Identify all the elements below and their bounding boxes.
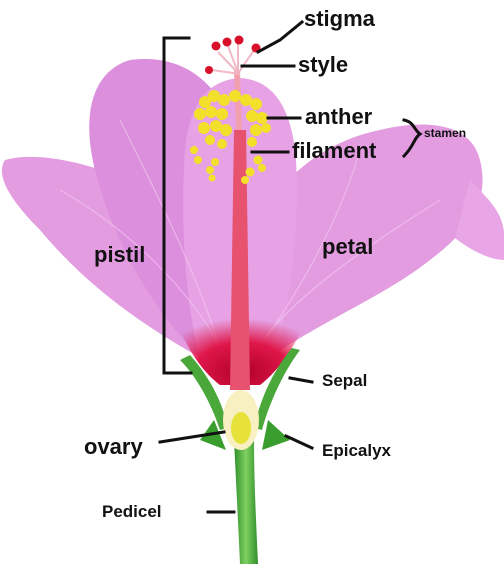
pistil-label: pistil: [94, 244, 145, 266]
anther-label: anther: [305, 106, 372, 128]
filament-label: filament: [292, 140, 376, 162]
sepal-leader: [290, 378, 312, 382]
sepal-label: Sepal: [322, 372, 367, 389]
epicalyx-leader: [286, 436, 312, 448]
pedicel-label: Pedicel: [102, 503, 162, 520]
stigma-leader: [258, 22, 302, 52]
stigma-label: stigma: [304, 8, 375, 30]
pedicel-stem: [234, 440, 258, 564]
stamen-label: stamen: [424, 127, 466, 139]
ovary-label: ovary: [84, 436, 143, 458]
style-label: style: [298, 54, 348, 76]
petal-label: petal: [322, 236, 373, 258]
epicalyx-label: Epicalyx: [322, 442, 391, 459]
